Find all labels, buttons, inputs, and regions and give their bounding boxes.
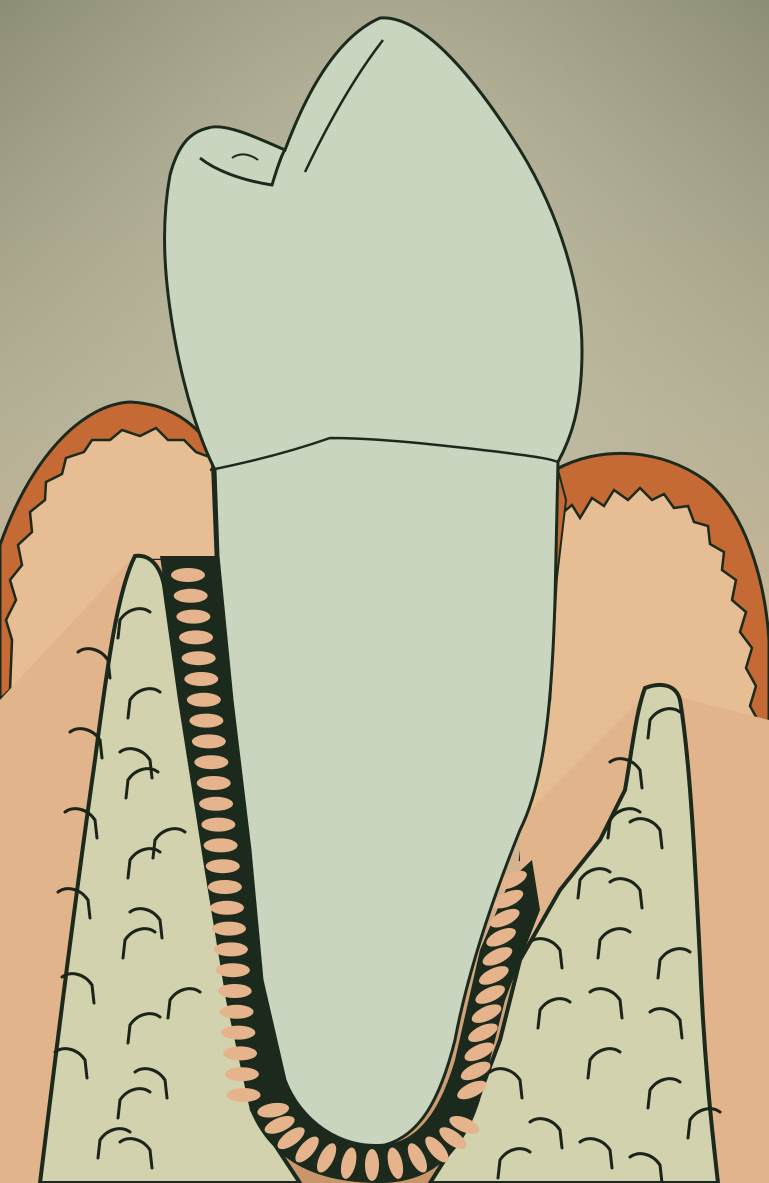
ligament-fiber: [227, 1088, 261, 1102]
ligament-fiber: [182, 651, 216, 665]
ligament-fiber: [223, 1046, 257, 1060]
ligament-fiber: [184, 672, 218, 686]
ligament-fiber: [179, 630, 213, 644]
ligament-fiber: [174, 589, 208, 603]
ligament-fiber: [208, 880, 242, 894]
ligament-fiber: [189, 714, 223, 728]
ligament-fiber: [204, 838, 238, 852]
ligament-fiber: [210, 901, 244, 915]
ligament-fiber: [194, 755, 228, 769]
ligament-fiber: [192, 734, 226, 748]
ligament-fiber: [206, 859, 240, 873]
ligament-fiber: [214, 942, 248, 956]
ligament-fiber: [176, 610, 210, 624]
ligament-fiber: [187, 693, 221, 707]
ligament-fiber: [197, 776, 231, 790]
ligament-fiber: [201, 818, 235, 832]
ligament-fiber: [225, 1067, 259, 1081]
ligament-fiber: [212, 922, 246, 936]
ligament-fiber: [216, 963, 250, 977]
ligament-fiber: [199, 797, 233, 811]
ligament-fiber: [365, 1149, 379, 1181]
ligament-fiber: [218, 984, 252, 998]
ligament-fiber: [220, 1005, 254, 1019]
ligament-fiber: [221, 1026, 255, 1040]
ligament-fiber: [171, 568, 205, 582]
